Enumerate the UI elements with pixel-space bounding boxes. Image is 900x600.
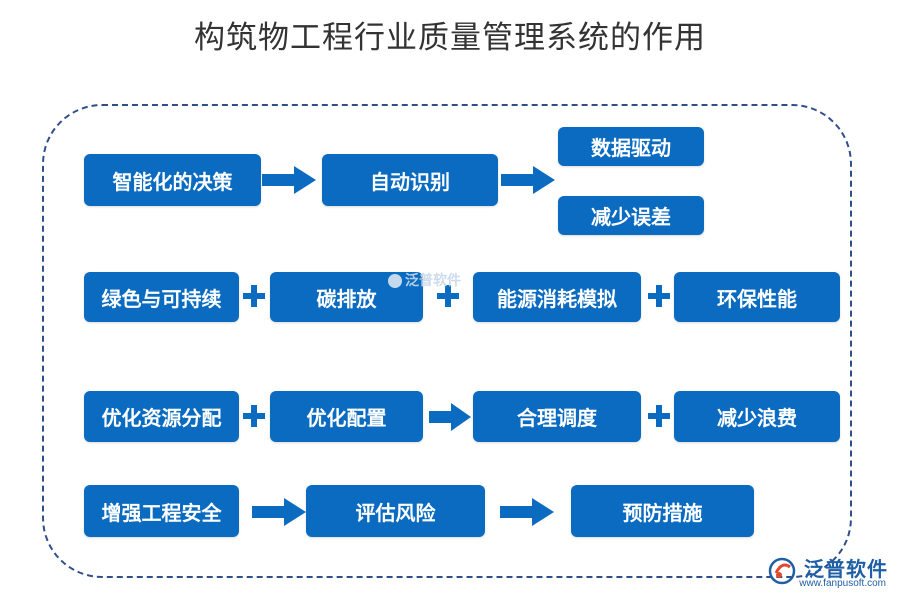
node-reasonable-schedule: 合理调度: [473, 391, 641, 442]
node-preventive-measures: 预防措施: [571, 485, 754, 537]
node-optimize-resource: 优化资源分配: [84, 391, 239, 442]
logo-name: 泛普软件: [804, 557, 888, 581]
node-energy-simulation: 能源消耗模拟: [473, 272, 641, 322]
plus-icon: [243, 285, 265, 307]
diagram-title: 构筑物工程行业质量管理系统的作用: [194, 20, 706, 56]
dashed-frame: [42, 104, 852, 578]
plus-icon: [648, 285, 670, 307]
plus-icon: [243, 405, 265, 427]
arrow-right: [252, 498, 306, 526]
plus-icon: [648, 405, 670, 427]
node-enhance-safety: 增强工程安全: [84, 485, 239, 537]
node-reduce-waste: 减少浪费: [674, 391, 840, 442]
node-auto-identify: 自动识别: [322, 154, 498, 206]
node-carbon-emission: 碳排放: [270, 272, 423, 322]
node-optimize-config: 优化配置: [270, 391, 423, 442]
node-green-sustainable: 绿色与可持续: [84, 272, 239, 322]
node-reduce-error: 减少误差: [558, 196, 704, 235]
arrow-right: [262, 166, 316, 194]
node-eco-performance: 环保性能: [674, 272, 840, 322]
arrow-right: [429, 403, 471, 431]
node-assess-risk: 评估风险: [306, 485, 485, 537]
fanpu-logo-icon: [768, 557, 796, 585]
node-data-driven: 数据驱动: [558, 127, 704, 166]
arrow-right: [501, 166, 555, 194]
watermark-logo-icon: [388, 274, 402, 288]
watermark: 泛普软件: [388, 270, 461, 290]
node-smart-decision: 智能化的决策: [84, 154, 261, 206]
arrow-right: [500, 498, 554, 526]
logo-url: www.fanpusoft.com: [799, 578, 886, 589]
plus-icon: [437, 285, 459, 307]
